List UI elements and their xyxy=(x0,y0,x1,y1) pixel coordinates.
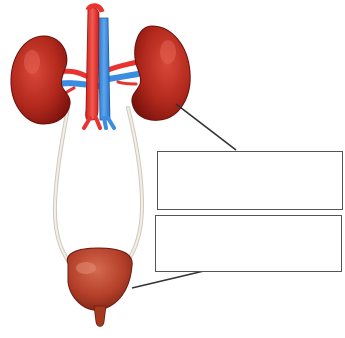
urethra xyxy=(94,306,106,327)
leader-line-kidney xyxy=(176,104,236,150)
label-box-bladder[interactable] xyxy=(155,215,342,272)
left-kidney xyxy=(11,36,70,124)
leader-line-bladder xyxy=(132,270,208,288)
label-box-kidney[interactable] xyxy=(157,151,343,210)
right-ureter xyxy=(122,108,142,268)
vena-cava xyxy=(98,18,110,120)
urinary-bladder xyxy=(67,248,132,310)
aorta xyxy=(86,7,99,120)
right-kidney xyxy=(132,26,190,120)
